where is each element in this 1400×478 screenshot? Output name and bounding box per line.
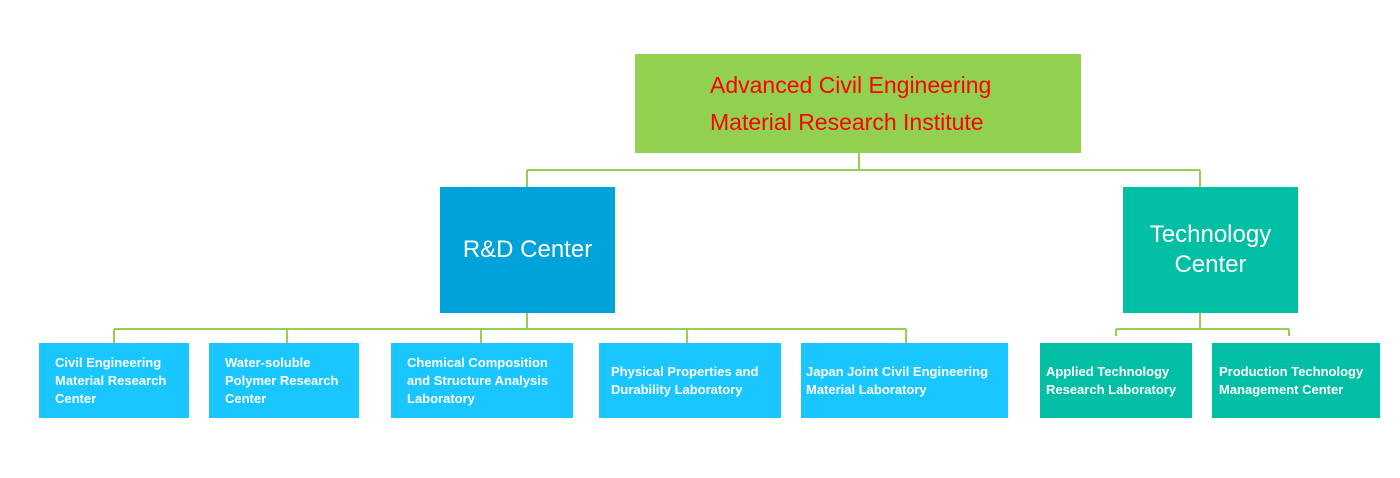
leaf-label: Civil Engineering Material Research Cent… xyxy=(55,354,167,406)
technology-center-label: Technology Center xyxy=(1149,221,1272,278)
technology-center-node: Technology Center xyxy=(1123,187,1298,313)
rd-center-label: R&D Center xyxy=(462,236,593,263)
root-title-line1: Advanced Civil Engineering xyxy=(710,71,992,98)
leaf-applied-technology-research-laboratory: Applied Technology Research Laboratory xyxy=(1040,343,1192,418)
leaf-label: Applied Technology Research Laboratory xyxy=(1046,363,1177,397)
leaf-label: Production Technology Management Center xyxy=(1219,363,1364,397)
leaf-civil-engineering-material-research-center: Civil Engineering Material Research Cent… xyxy=(39,343,189,418)
leaf-production-technology-management-center: Production Technology Management Center xyxy=(1212,343,1380,418)
leaf-label: Water-soluble Polymer Research Center xyxy=(225,354,339,406)
leaf-water-soluble-polymer-research-center: Water-soluble Polymer Research Center xyxy=(209,343,359,418)
rd-center-node: R&D Center xyxy=(440,187,615,313)
leaf-label: Chemical Composition and Structure Analy… xyxy=(407,354,549,406)
leaf-chemical-composition-laboratory: Chemical Composition and Structure Analy… xyxy=(391,343,573,418)
root-node: Advanced Civil Engineering Material Rese… xyxy=(635,54,1081,153)
leaf-japan-joint-civil-engineering-laboratory: Japan Joint Civil Engineering Material L… xyxy=(801,343,1008,418)
leaf-label: Japan Joint Civil Engineering Material L… xyxy=(806,363,989,397)
leaf-physical-properties-durability-laboratory: Physical Properties and Durability Labor… xyxy=(599,343,781,418)
leaf-label: Physical Properties and Durability Labor… xyxy=(611,363,759,397)
root-title-line2: Material Research Institute xyxy=(710,108,984,135)
